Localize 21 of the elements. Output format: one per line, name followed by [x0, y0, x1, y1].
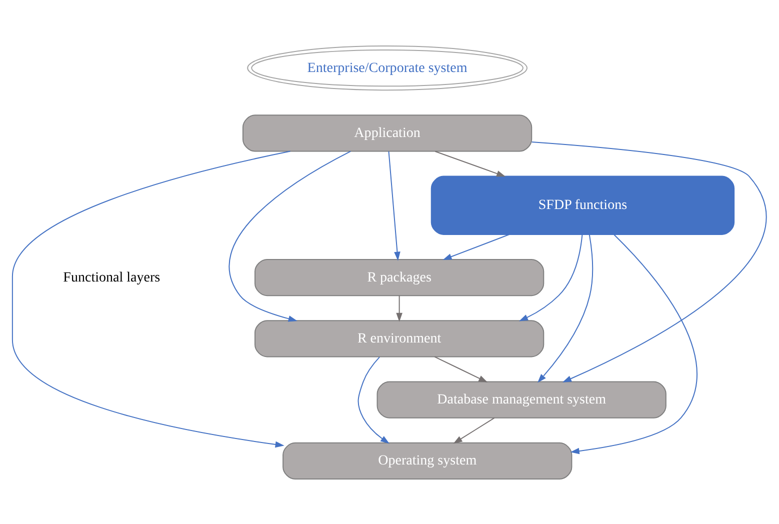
arrow: [453, 416, 495, 444]
arrow: [228, 150, 352, 322]
node-box: R environment: [254, 320, 544, 357]
arrow: [388, 150, 400, 260]
arrow: [518, 234, 583, 321]
arrow: [358, 356, 390, 444]
node-box: Database management system: [376, 380, 666, 418]
arrow: [531, 140, 767, 382]
node-box: R packages: [254, 258, 544, 296]
arrow: [537, 233, 594, 382]
arrow: [442, 234, 510, 260]
arrow: [434, 150, 506, 176]
label: Functional layers: [63, 268, 160, 285]
node-ellipse: Enterprise/Corporate system: [247, 45, 528, 90]
node-box: Operating system: [282, 442, 572, 479]
arrow: [12, 150, 291, 448]
node-box: SFDP functions: [430, 175, 735, 234]
arrow: [434, 356, 488, 382]
arrow: [570, 234, 698, 454]
node-box: Application: [242, 114, 532, 152]
arrow: [396, 294, 402, 322]
